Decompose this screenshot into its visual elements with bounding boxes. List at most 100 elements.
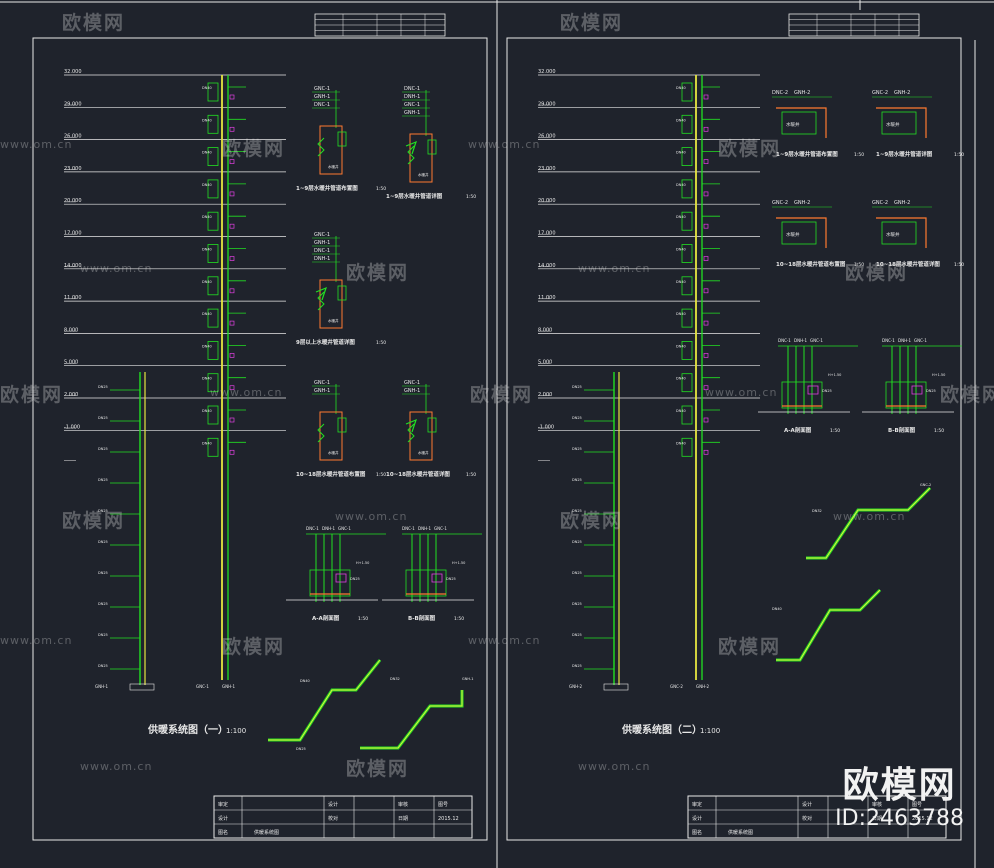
pipe-tag: DNH-1 — [322, 526, 336, 531]
pipe-size-label: DN25 — [572, 602, 582, 606]
pipe-size-label: DN40 — [202, 441, 212, 445]
floor-elevation-label: -1.000 — [538, 424, 554, 430]
pipe-size-label: DN25 — [98, 385, 108, 389]
meter-symbol — [229, 449, 235, 455]
riser-valve-box — [681, 147, 693, 167]
pipe-tag: DNC-1 — [314, 248, 330, 254]
title-block — [213, 795, 473, 839]
shaft-wall — [409, 411, 433, 461]
brand-stamp: 欧模网 ID:2463788 — [835, 766, 964, 832]
floor-elevation-label: 23.000 — [64, 166, 82, 172]
pipe-tag: GNC-2 — [872, 200, 888, 206]
pipe-size-label: DN25 — [98, 509, 108, 513]
pipe-size-label: DN40 — [202, 118, 212, 122]
title-block-cell: 图名 — [692, 829, 702, 836]
pipe-size-label: DN25 — [926, 389, 936, 393]
shaft-wall — [776, 217, 827, 248]
pipe-size-label: DN25 — [572, 509, 582, 513]
pipe-size-label: DN25 — [822, 389, 832, 393]
pipe-symbol — [407, 145, 415, 165]
detail-caption: A-A剖面图 — [784, 426, 812, 434]
detail-caption: 1~9层水暖井管道详图 — [386, 192, 443, 200]
pipe-size-label: DN40 — [772, 607, 782, 611]
pipe-tag: GNC-2 — [920, 483, 931, 487]
pipe-group — [881, 111, 917, 135]
meter-symbol — [703, 385, 709, 391]
detail-caption: 1~9层水暖井管道布置图 — [776, 150, 838, 158]
pipe-tag: GNC-1 — [810, 338, 823, 343]
pipe-size-label: DN40 — [676, 151, 686, 155]
meter-symbol — [229, 191, 235, 197]
pipe-tag: GNH-1 — [314, 240, 330, 246]
floor-elevation-label: 32.000 — [538, 69, 556, 75]
section-box — [885, 381, 927, 409]
pipe-size-label: DN25 — [572, 571, 582, 575]
detail-scale: 1:50 — [954, 262, 964, 268]
detail-caption: 9层以上水暖井管道详图 — [296, 338, 355, 346]
pipe-size-label: DN25 — [572, 478, 582, 482]
pipe-size-label: DN40 — [676, 183, 686, 187]
riser-valve-box — [207, 179, 219, 199]
shaft-label: 水暖井 — [786, 231, 800, 238]
detail-caption: B-B剖面图 — [888, 426, 916, 434]
pipe-tag: GNH-2 — [894, 90, 910, 96]
riser-tag: GNC-2 — [670, 684, 683, 689]
floor-elevation-label: 29.000 — [64, 101, 82, 107]
riser-tag: GNH-1 — [95, 684, 109, 689]
detail-caption: 1~9层水暖井管道详图 — [876, 150, 933, 158]
sheet-frame — [32, 37, 488, 841]
meter-symbol — [807, 385, 819, 395]
riser-tag-box — [603, 683, 629, 691]
pipe-tag: DNH-1 — [794, 338, 808, 343]
title-block-cell: 审定 — [692, 801, 702, 808]
detail-caption: 10~18层水暖井管道详图 — [386, 470, 450, 478]
isometric-pipe-center — [360, 690, 463, 749]
floor-elevation-label: 17.000 — [538, 231, 556, 237]
pipe-size-label: DN40 — [676, 312, 686, 316]
shaft-label: 水暖井 — [328, 164, 339, 169]
pipe-tag: GNH-2 — [794, 90, 810, 96]
riser-valve-box — [207, 211, 219, 231]
meter-symbol — [703, 288, 709, 294]
pipe-size-label: DN40 — [676, 441, 686, 445]
meter-symbol — [229, 353, 235, 358]
riser-valve-box — [681, 276, 693, 296]
pipe-tag: GNC-1 — [404, 380, 420, 386]
detail-scale: 1:50 — [934, 428, 944, 434]
meter-symbol — [229, 256, 235, 261]
title-block-cell: 图名 — [218, 829, 228, 836]
meter-symbol — [703, 320, 709, 326]
detail-scale: 1:50 — [466, 472, 476, 478]
shaft-wall — [409, 133, 433, 183]
pipe-tag: GNC-1 — [314, 86, 330, 92]
pipe-tag: DNH-1 — [314, 256, 330, 262]
pipe-size-label: DN40 — [202, 151, 212, 155]
pipe-tag: GNH-1 — [462, 677, 473, 681]
pipe-tag: GNH-1 — [404, 110, 420, 116]
title-block-cell: 图号 — [438, 802, 448, 808]
detail-scale: 1:50 — [376, 340, 386, 346]
title-block-cell: 校对 — [328, 815, 338, 822]
pipe-size-label: DN25 — [98, 416, 108, 420]
pipe-group — [881, 221, 917, 245]
detail-caption: 10~18层水暖井管道详图 — [876, 260, 940, 268]
pipe-tag: DNH-1 — [898, 338, 912, 343]
riser-valve-box — [681, 114, 693, 134]
pipe-tag: DNC-1 — [306, 526, 319, 531]
title-block-cell: 日期 — [872, 816, 882, 822]
pipe-size-label: DN25 — [572, 664, 582, 668]
riser-valve-box — [207, 340, 219, 360]
pipe-size-label: DN40 — [202, 86, 212, 90]
floor-elevation-label: 23.000 — [538, 166, 556, 172]
isometric-pipe — [776, 588, 882, 662]
sheet-title: 供暖系统图（一） — [147, 723, 228, 736]
title-block-cell: 审核 — [398, 801, 408, 808]
valve-symbol — [337, 131, 347, 147]
meter-symbol — [703, 126, 709, 132]
shaft-label: 水暖井 — [786, 121, 800, 128]
floor-elevation-label: 17.000 — [64, 231, 82, 237]
detail-caption: B-B剖面图 — [408, 614, 436, 622]
shaft-wall — [319, 279, 343, 329]
